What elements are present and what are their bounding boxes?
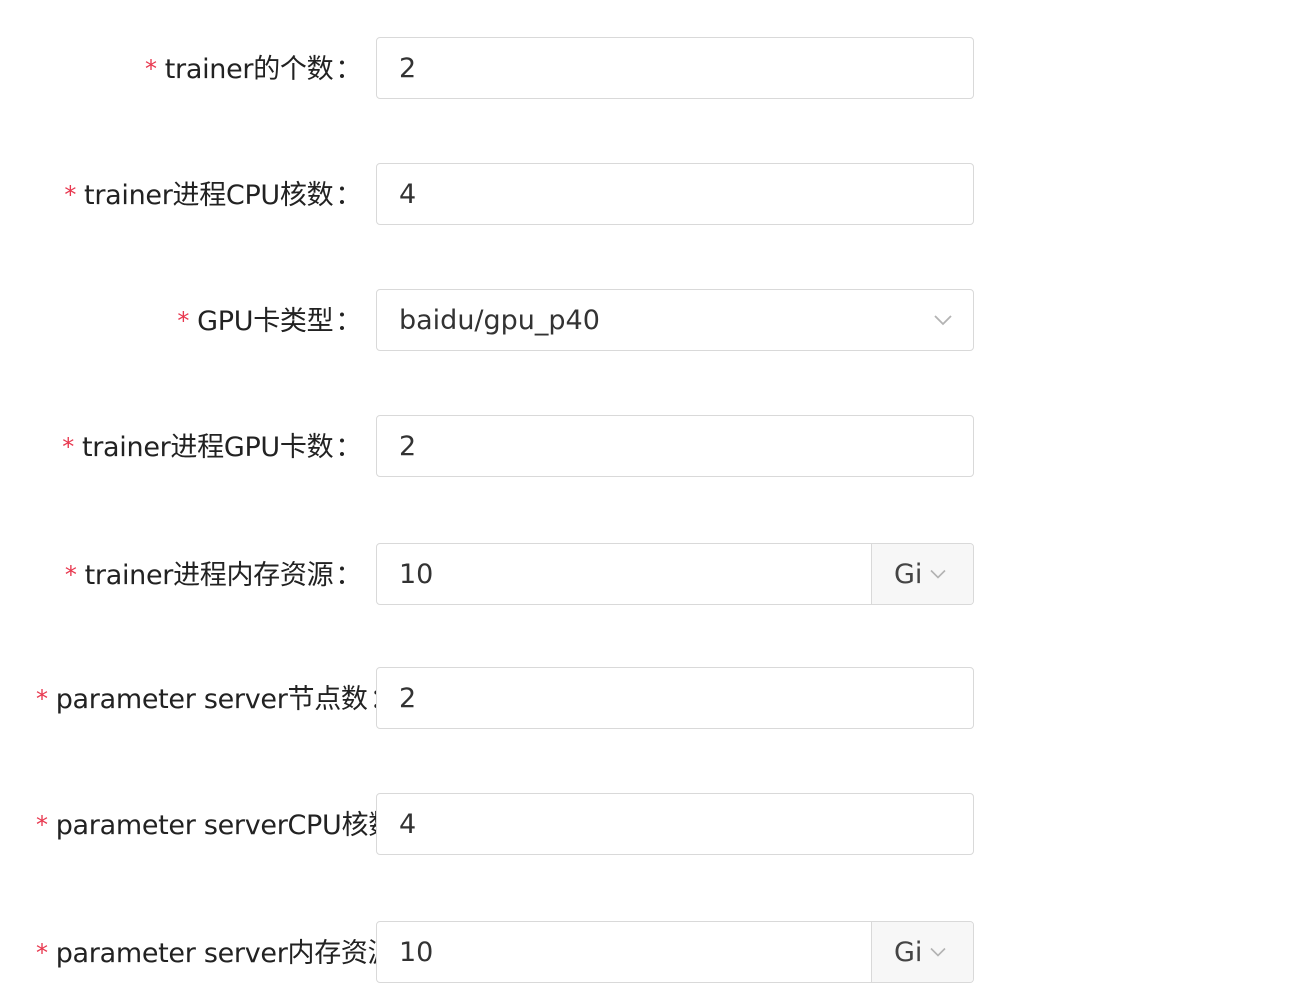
required-mark: *	[64, 561, 77, 589]
select-value: baidu/gpu_p40	[399, 304, 600, 336]
field-label: *trainer进程CPU核数：	[64, 163, 362, 227]
field-label: *parameter server内存资源：	[36, 921, 376, 985]
ps-cpu-input[interactable]: 4	[376, 793, 974, 855]
label-container: *parameter server内存资源：	[0, 921, 376, 985]
trainer-count-input[interactable]: 2	[376, 37, 974, 99]
memory-unit-select[interactable]: Gi	[871, 922, 973, 982]
ps-nodes-input[interactable]: 2	[376, 667, 974, 729]
field-label-text: trainer进程CPU核数	[84, 180, 334, 211]
field-label-text: parameter server节点数	[55, 684, 368, 715]
unit-value: Gi	[894, 936, 923, 968]
trainer-memory-input-group: 10 Gi	[376, 543, 974, 605]
label-colon: ：	[335, 432, 362, 463]
field-label: *trainer的个数：	[145, 37, 362, 101]
field-label: *GPU卡类型：	[177, 289, 362, 353]
label-container: *trainer进程内存资源：	[0, 543, 376, 607]
memory-unit-select[interactable]: Gi	[871, 544, 973, 604]
trainer-cpu-input[interactable]: 4	[376, 163, 974, 225]
label-container: *parameter serverCPU核数：	[0, 793, 376, 857]
form-row-trainer-cpu: *trainer进程CPU核数： 4	[0, 163, 1294, 227]
label-colon: ：	[370, 684, 376, 715]
field-label-text: GPU卡类型	[197, 306, 334, 337]
ps-memory-input-group: 10 Gi	[376, 921, 974, 983]
unit-value: Gi	[894, 558, 923, 590]
label-colon: ：	[335, 180, 362, 211]
required-mark: *	[36, 811, 48, 839]
label-colon: ：	[335, 54, 362, 85]
required-mark: *	[64, 181, 77, 209]
label-container: *trainer的个数：	[0, 37, 376, 101]
required-mark: *	[177, 307, 190, 335]
required-mark: *	[62, 433, 74, 461]
form-row-trainer-memory: *trainer进程内存资源： 10 Gi	[0, 543, 1294, 607]
field-label: *parameter serverCPU核数：	[36, 793, 376, 857]
label-colon: ：	[335, 306, 362, 337]
form-row-gpu-type: *GPU卡类型： baidu/gpu_p40	[0, 289, 1294, 353]
field-label-text: trainer进程GPU卡数	[81, 432, 334, 463]
label-colon: ：	[335, 560, 362, 591]
trainer-gpu-input[interactable]: 2	[376, 415, 974, 477]
form-row-ps-nodes: *parameter server节点数： 2	[0, 667, 1294, 731]
field-label-text: trainer的个数	[164, 54, 334, 85]
label-container: *trainer进程GPU卡数：	[0, 415, 376, 479]
chevron-down-icon	[930, 569, 947, 579]
input-value: 2	[399, 682, 417, 714]
memory-value-input[interactable]: 10	[399, 936, 434, 968]
label-container: *GPU卡类型：	[0, 289, 376, 353]
label-container: *trainer进程CPU核数：	[0, 163, 376, 227]
input-value: 4	[399, 808, 417, 840]
input-value: 2	[399, 52, 417, 84]
gpu-type-select[interactable]: baidu/gpu_p40	[376, 289, 974, 351]
required-mark: *	[36, 685, 48, 713]
field-label: *trainer进程GPU卡数：	[62, 415, 362, 479]
input-value: 2	[399, 430, 417, 462]
field-label-text: trainer进程内存资源	[84, 560, 334, 591]
field-label-text: parameter serverCPU核数	[55, 810, 376, 841]
field-label: *parameter server节点数：	[36, 667, 376, 731]
input-value: 4	[399, 178, 417, 210]
chevron-down-icon[interactable]	[913, 290, 973, 350]
memory-value-input[interactable]: 10	[399, 558, 434, 590]
form-row-trainer-count: *trainer的个数： 2	[0, 37, 1294, 101]
field-label: *trainer进程内存资源：	[65, 543, 362, 607]
required-mark: *	[36, 939, 48, 967]
required-mark: *	[145, 55, 157, 83]
form-row-trainer-gpu: *trainer进程GPU卡数： 2	[0, 415, 1294, 479]
label-container: *parameter server节点数：	[0, 667, 376, 731]
form-row-ps-memory: *parameter server内存资源： 10 Gi	[0, 921, 1294, 985]
chevron-down-icon	[930, 947, 947, 957]
field-label-text: parameter server内存资源	[55, 938, 376, 969]
form-row-ps-cpu: *parameter serverCPU核数： 4	[0, 793, 1294, 857]
